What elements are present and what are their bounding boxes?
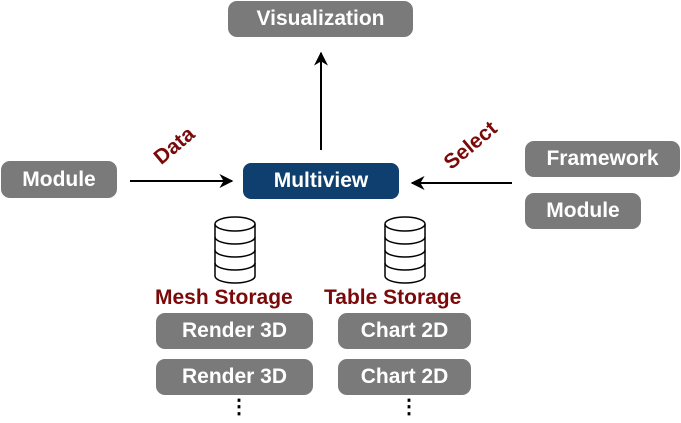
chart-2d-node: Chart 2D — [338, 313, 471, 349]
left-module-node: Module — [1, 161, 117, 198]
framework-node: Framework — [525, 141, 680, 177]
render-3d-node: Render 3D — [156, 313, 313, 349]
mesh-storage-label: Mesh Storage — [155, 286, 293, 309]
table-database-icon — [384, 216, 426, 284]
mesh-database-icon — [214, 216, 256, 284]
right-module-node: Module — [525, 193, 641, 229]
chart-2d-node: Chart 2D — [338, 359, 471, 395]
visualization-node: Visualization — [228, 1, 413, 37]
more-chart-ellipsis: ⋮ — [399, 396, 419, 418]
table-storage-label: Table Storage — [324, 286, 462, 309]
render-3d-node: Render 3D — [156, 359, 313, 395]
more-render-ellipsis: ⋮ — [229, 396, 249, 418]
multiview-node: Multiview — [243, 163, 399, 199]
